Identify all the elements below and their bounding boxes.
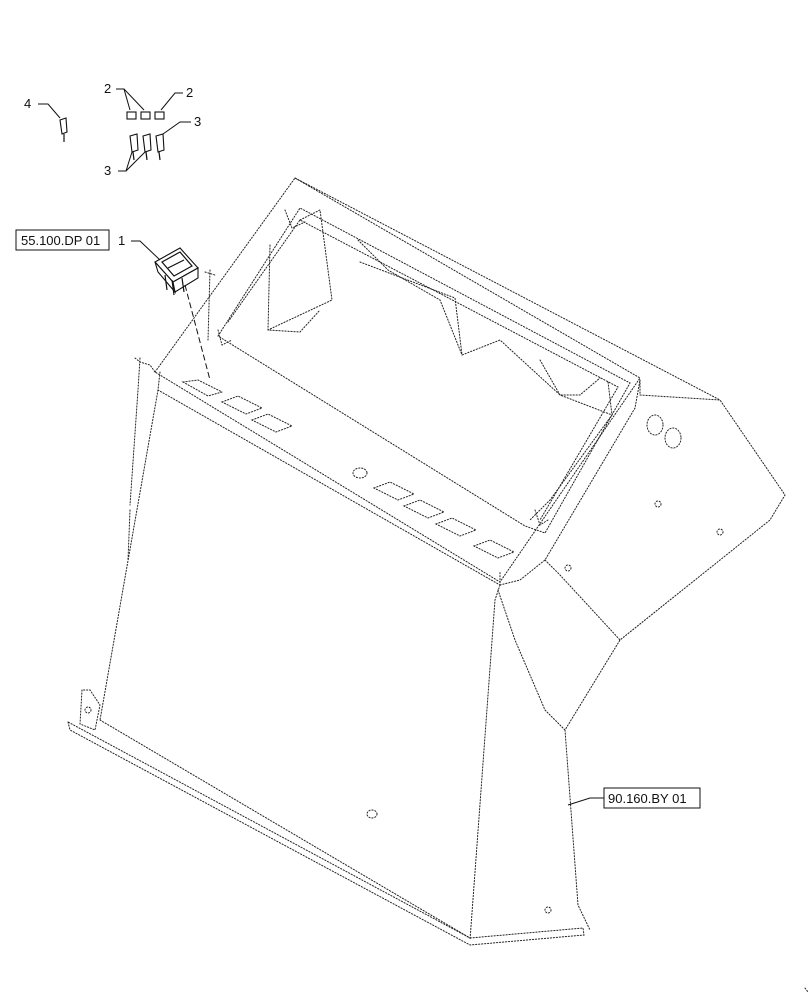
callout-label-3-left: 3 — [104, 163, 111, 178]
reference-switch-box[interactable]: 55.100.DP 01 — [15, 229, 110, 251]
callout-item-2-left: 2 — [104, 81, 145, 111]
callout-item-2-right: 2 — [160, 85, 193, 111]
callout-item-3-left: 3 — [104, 151, 146, 178]
callout-label-3-right: 3 — [194, 114, 201, 129]
pin-terminal-part — [59, 117, 68, 142]
callout-item-3-right: 3 — [162, 114, 201, 135]
reference-console-label[interactable]: 90.160.BY 01 — [608, 791, 687, 806]
reference-switch-label[interactable]: 55.100.DP 01 — [21, 233, 100, 248]
lamp-caps-part — [126, 111, 165, 120]
reference-console-box[interactable]: 90.160.BY 01 — [567, 787, 701, 809]
callout-label-2-left: 2 — [104, 81, 111, 96]
lamp-bulbs-part — [129, 133, 165, 161]
callout-label-4: 4 — [24, 96, 31, 111]
callout-label-1: 1 — [118, 233, 125, 248]
rocker-switch-part — [154, 247, 211, 381]
console-housing — [67, 177, 808, 993]
callout-label-2-right: 2 — [186, 85, 193, 100]
callout-item-4: 4 — [24, 96, 61, 119]
callout-item-1: 1 — [118, 233, 161, 261]
